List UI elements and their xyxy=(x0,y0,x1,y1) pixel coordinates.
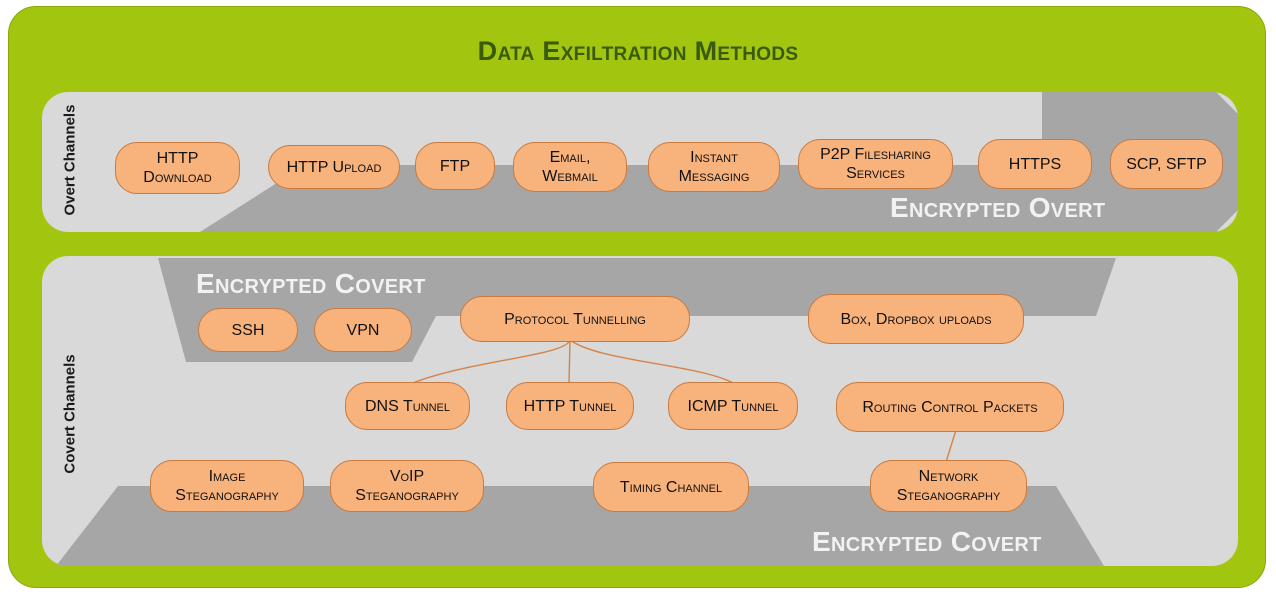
method-ssh: SSH xyxy=(198,308,298,352)
connector-http xyxy=(568,339,571,385)
method-dns-tunnel: DNS Tunnel xyxy=(345,382,470,430)
method-protocol-tunnelling: Protocol Tunnelling xyxy=(460,296,690,342)
encrypted-overt-label: Encrypted Overt xyxy=(890,192,1106,223)
method-http-download: HTTP Download xyxy=(115,142,240,194)
method-box-dropbox: Box, Dropbox uploads xyxy=(808,294,1024,344)
method-http-tunnel: HTTP Tunnel xyxy=(506,382,634,430)
connector-routing xyxy=(945,429,957,463)
encrypted-covert-band-bottom xyxy=(56,486,1104,566)
method-p2p-filesharing: P2P Filesharing Services xyxy=(798,139,953,189)
method-vpn: VPN xyxy=(314,308,412,352)
overt-channels-label: Overt Channels xyxy=(61,104,79,216)
encrypted-covert-label-top: Encrypted Covert xyxy=(196,268,426,299)
method-https: HTTPS xyxy=(978,139,1092,189)
method-timing-channel: Timing Channel xyxy=(593,462,749,512)
tunnel-connectors xyxy=(409,339,957,463)
method-instant-messaging: Instant Messaging xyxy=(648,142,780,192)
connector-icmp xyxy=(569,339,736,385)
method-image-steganography: Image Steganography xyxy=(150,460,304,512)
encrypted-overt-band xyxy=(200,92,1238,232)
method-http-upload: HTTP Upload xyxy=(268,145,400,189)
method-routing-control-packets: Routing Control Packets xyxy=(836,382,1064,432)
encrypted-covert-label-bottom: Encrypted Covert xyxy=(812,526,1042,557)
connector-dns xyxy=(409,339,571,385)
method-email-webmail: Email, Webmail xyxy=(513,142,627,192)
covert-channels-label: Covert Channels xyxy=(61,354,79,474)
method-ftp: FTP xyxy=(415,142,495,190)
page-title: Data Exfiltration Methods xyxy=(477,36,799,66)
method-voip-steganography: VoIP Steganography xyxy=(330,460,484,512)
method-scp-sftp: SCP, SFTP xyxy=(1110,139,1223,189)
method-icmp-tunnel: ICMP Tunnel xyxy=(668,382,798,430)
method-network-steganography: Network Steganography xyxy=(870,460,1027,512)
